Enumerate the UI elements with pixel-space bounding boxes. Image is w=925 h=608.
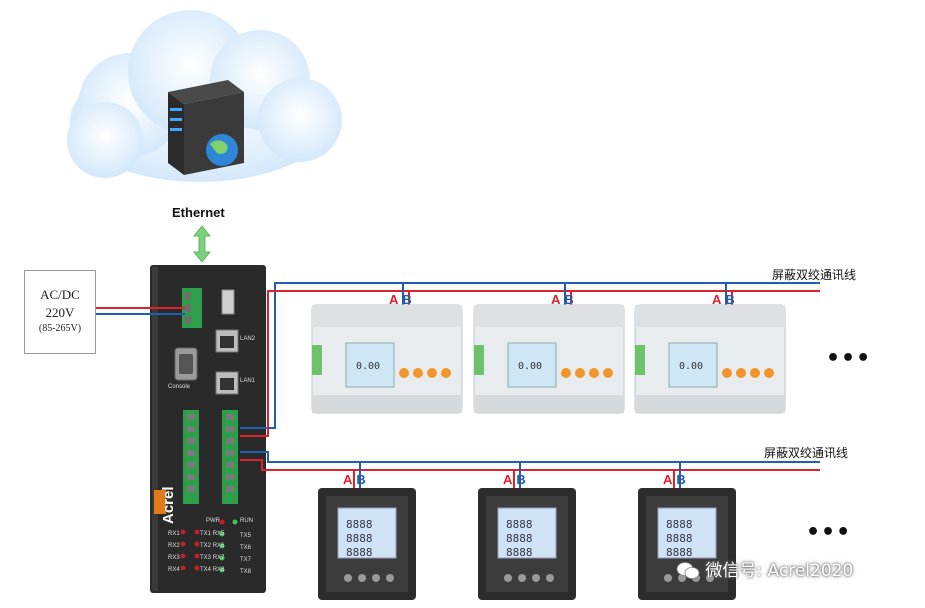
power-supply-box: AC/DC 220V (85-265V): [24, 270, 96, 354]
gateway-device: [150, 265, 266, 593]
svg-text:0.00: 0.00: [679, 361, 703, 372]
din-rail-meter: 0.00: [634, 304, 786, 414]
server-icon: [168, 80, 244, 175]
watermark-text: 微信号: Acrel2020: [705, 561, 854, 581]
led-label: RX2: [168, 543, 180, 549]
led-label-run: RUN: [240, 518, 253, 524]
led-labels-mid: TX1 RX5 TX2 RX6 TX3 RX7 TX4 RX8: [200, 528, 224, 576]
svg-text:8888: 8888: [346, 518, 373, 531]
psu-range: (85-265V): [38, 323, 82, 334]
svg-text:8888: 8888: [666, 518, 693, 531]
terminal-a: A: [503, 472, 513, 487]
panel-meter: 8888 8888 8888: [478, 488, 576, 600]
more-devices-ellipsis: •••: [826, 346, 872, 371]
svg-text:8888: 8888: [346, 546, 373, 559]
port-label-console: Console: [168, 384, 191, 390]
port-label-lan2: LAN2: [240, 336, 256, 342]
svg-text:0.00: 0.00: [518, 361, 542, 372]
port-label-lan1: LAN1: [240, 378, 256, 384]
terminal-a: A: [389, 292, 399, 307]
panel-meter: 8888 8888 8888: [638, 488, 736, 600]
svg-text:8888: 8888: [506, 546, 533, 559]
wechat-icon: [676, 562, 700, 579]
power-wires: [95, 307, 185, 315]
led-label: TX8: [240, 569, 252, 575]
svg-text:8888: 8888: [666, 546, 693, 559]
psu-voltage: 220V: [45, 305, 75, 320]
ethernet-label: Ethernet: [172, 205, 225, 220]
svg-text:8888: 8888: [506, 532, 533, 545]
led-label: TX6: [240, 545, 252, 551]
svg-text:8888: 8888: [666, 532, 693, 545]
bus-label-lower: 屏蔽双绞通讯线: [764, 446, 849, 460]
led-labels-right: TX5 TX6 TX7 TX8: [240, 530, 251, 578]
led-label: TX7: [240, 557, 252, 563]
led-label: RX3: [168, 555, 180, 561]
led-label: TX4 RX8: [200, 567, 225, 573]
terminal-a: A: [551, 292, 561, 307]
led-label: TX2 RX6: [200, 543, 225, 549]
terminal-a: A: [343, 472, 353, 487]
led-label: TX3 RX7: [200, 555, 225, 561]
gateway-brand: Acrel: [160, 486, 177, 524]
ethernet-link-arrow: [192, 225, 212, 263]
rs485-bus-lower: [240, 451, 820, 490]
panel-meter: 8888 8888 8888: [318, 488, 416, 600]
terminal-b: B: [516, 472, 526, 487]
terminal-b: B: [564, 292, 574, 307]
led-label: TX1 RX5: [200, 531, 225, 537]
rs485-bus-upper: [240, 282, 820, 437]
svg-text:0.00: 0.00: [356, 361, 380, 372]
terminal-b: B: [402, 292, 412, 307]
led-labels-left: RX1 RX2 RX3 RX4: [168, 528, 180, 576]
wechat-watermark: 微信号: Acrel2020: [676, 556, 853, 581]
terminal-b: B: [725, 292, 735, 307]
svg-text:8888: 8888: [506, 518, 533, 531]
bus-label-upper: 屏蔽双绞通讯线: [772, 268, 857, 282]
din-rail-meter: 0.00: [473, 304, 625, 414]
led-label: RX4: [168, 567, 180, 573]
terminal-a: A: [712, 292, 722, 307]
led-label-pwr: PWR: [206, 518, 220, 524]
din-rail-meter: 0.00: [311, 304, 463, 414]
terminal-b: B: [356, 472, 366, 487]
terminal-b: B: [676, 472, 686, 487]
more-devices-ellipsis: •••: [806, 520, 852, 545]
led-label: RX1: [168, 531, 180, 537]
svg-text:8888: 8888: [346, 532, 373, 545]
led-label: TX5: [240, 533, 252, 539]
terminal-a: A: [663, 472, 673, 487]
psu-type: AC/DC: [40, 287, 80, 302]
